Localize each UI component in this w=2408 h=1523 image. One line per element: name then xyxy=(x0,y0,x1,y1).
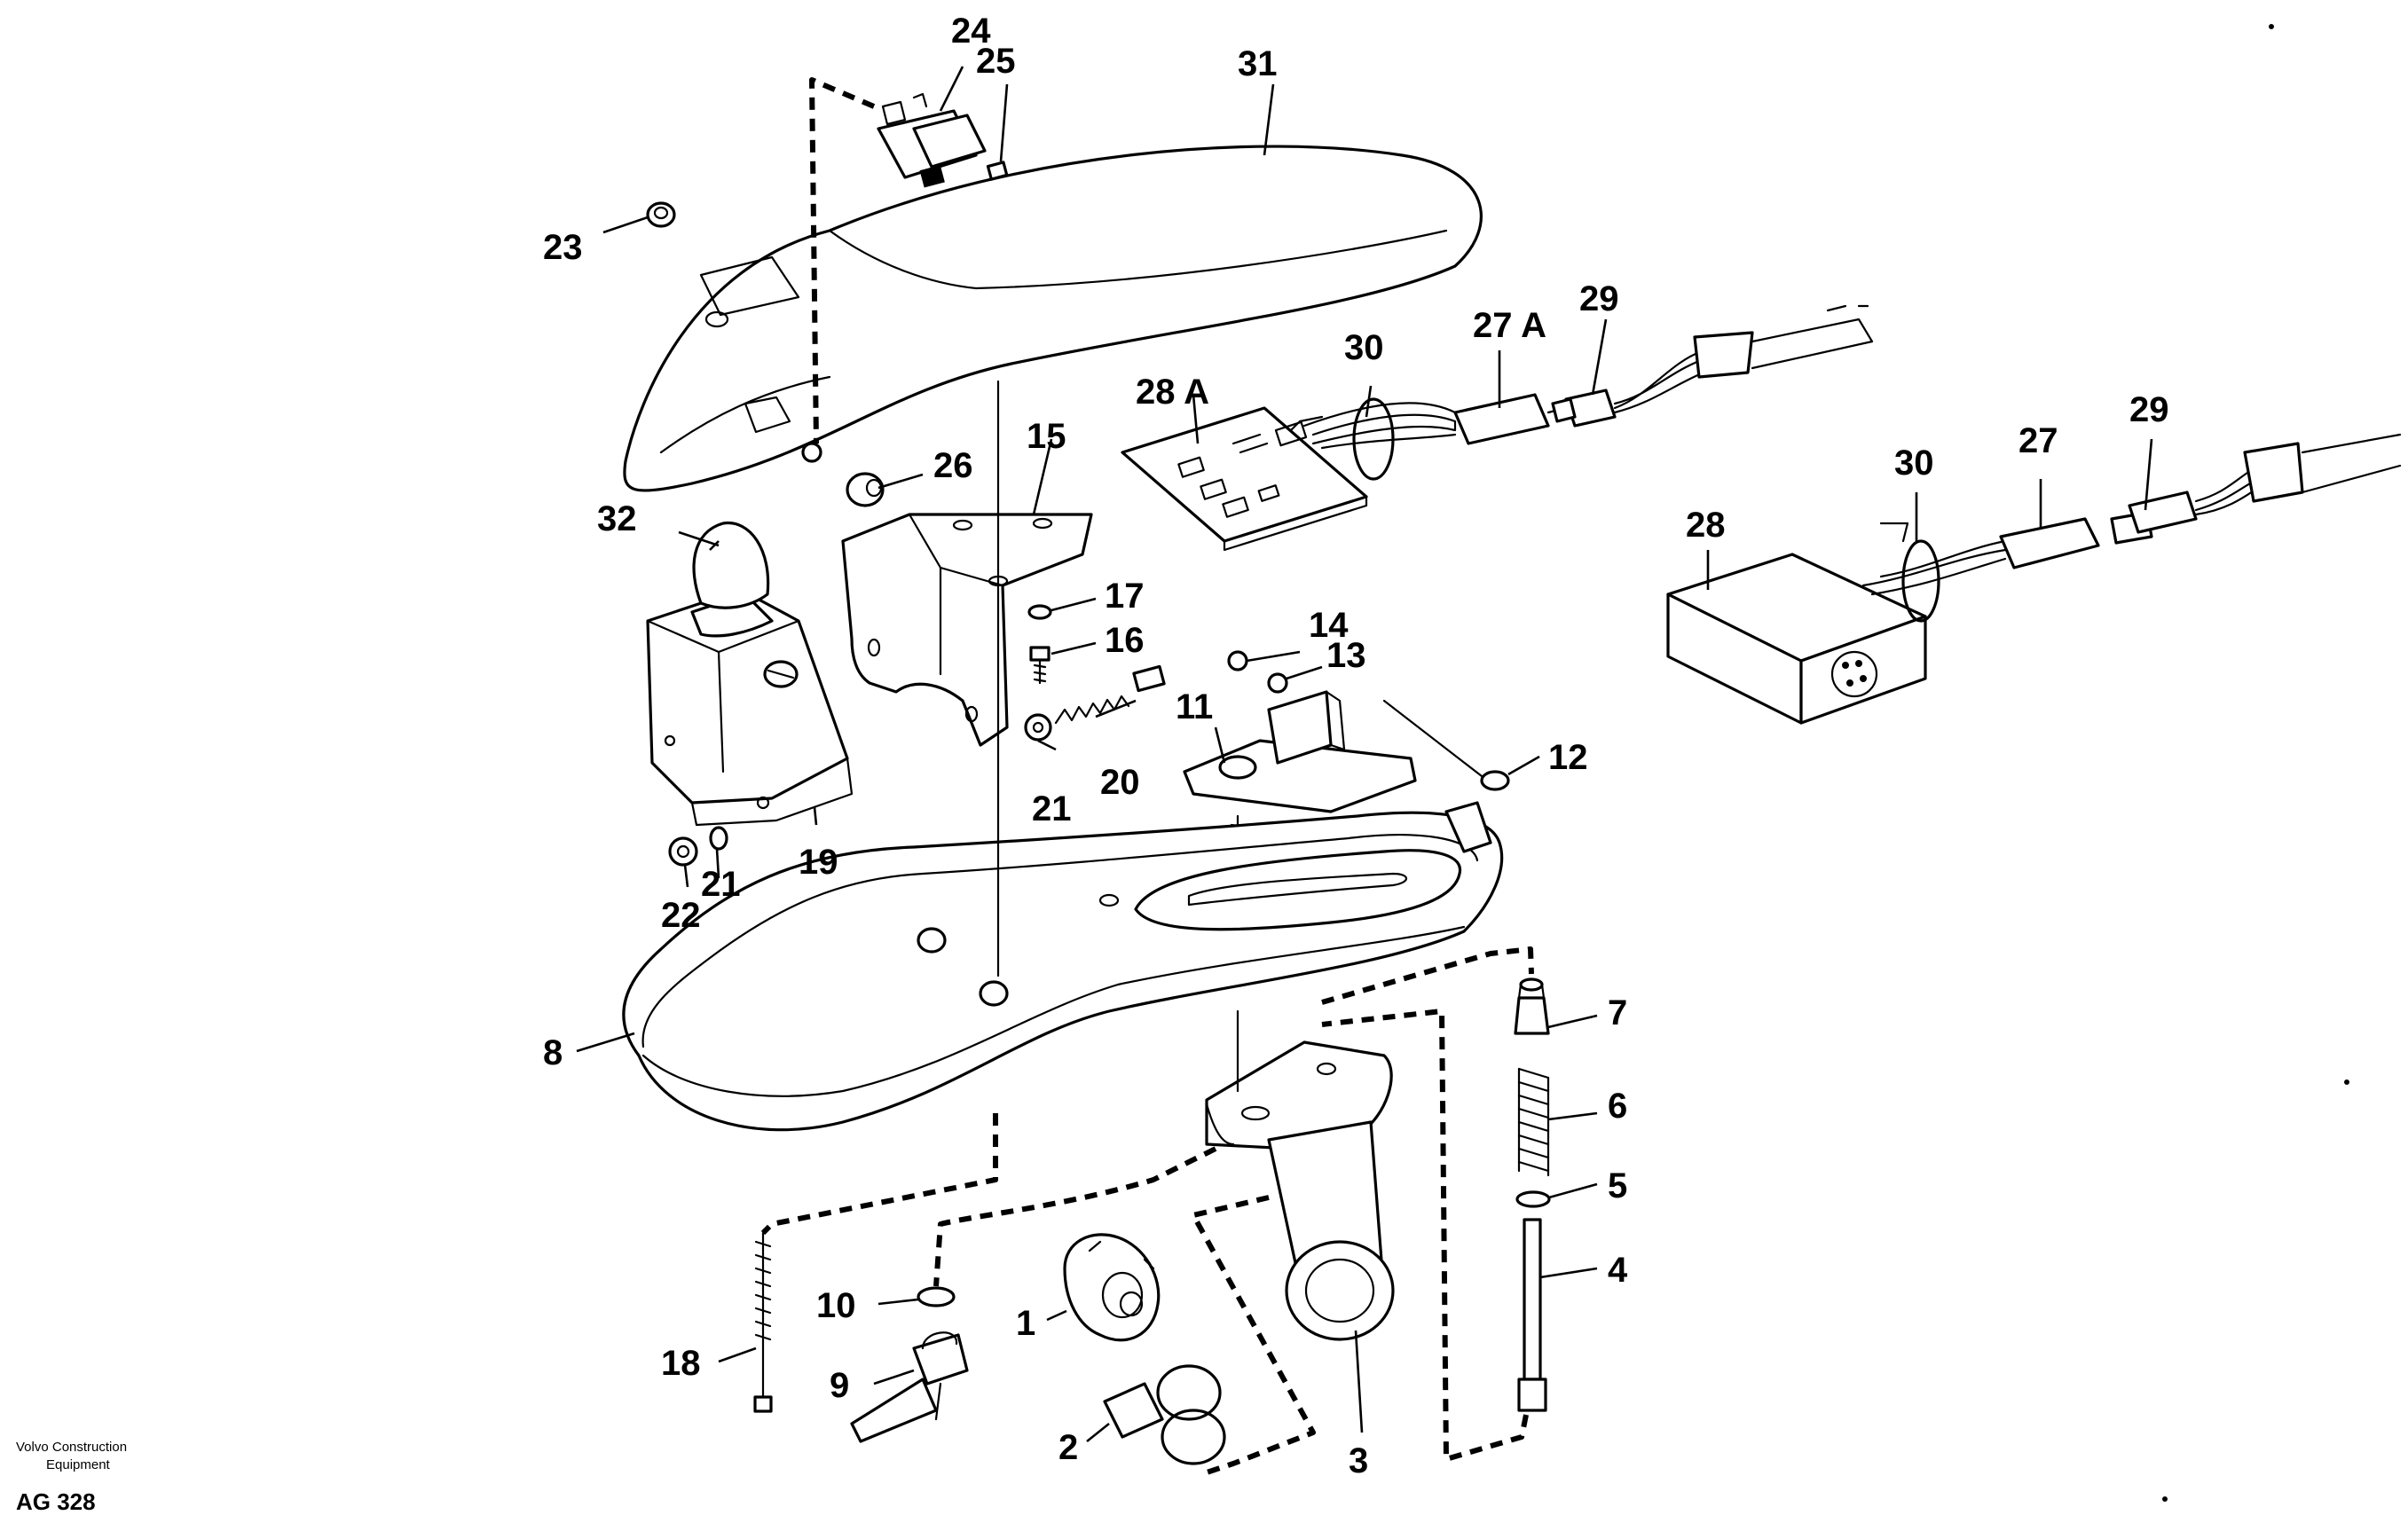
callout-16: 16 xyxy=(1105,621,1145,660)
rod-4-part xyxy=(1517,1218,1547,1412)
callout-30a: 30 xyxy=(1344,328,1384,367)
armrest-cover-part xyxy=(623,145,1483,492)
spring-6-part xyxy=(1517,1067,1550,1177)
nut-13-part xyxy=(1267,672,1288,694)
wire-harness-lower-part xyxy=(1861,433,2402,623)
washer-17-part xyxy=(1027,604,1052,620)
callout-21b: 21 xyxy=(701,865,741,904)
callout-5: 5 xyxy=(1608,1166,1627,1205)
callout-1: 1 xyxy=(1016,1304,1035,1343)
bracket-part xyxy=(841,513,1093,747)
drawing-code: AG 328 xyxy=(16,1488,96,1515)
speck xyxy=(2344,1079,2349,1085)
callout-27: 27 xyxy=(2018,421,2058,460)
callout-17: 17 xyxy=(1105,577,1145,616)
assembly-line-base-cap xyxy=(1321,946,1534,1005)
callout-24: 24 xyxy=(951,12,991,51)
mounting-plate-part xyxy=(1183,690,1417,862)
brand-subtitle: Equipment xyxy=(46,1457,111,1472)
spring-20-part xyxy=(1054,664,1166,725)
armrest-base-part xyxy=(622,801,1504,1132)
control-box-part xyxy=(1666,553,1927,725)
callout-6: 6 xyxy=(1608,1087,1627,1126)
screw-12-part xyxy=(1382,699,1510,791)
circuit-board-part xyxy=(1121,406,1368,552)
speck xyxy=(2269,24,2274,29)
callout-29a: 29 xyxy=(1579,279,1619,318)
footer: Volvo Construction Equipment AG 328 xyxy=(16,1440,127,1515)
brand-name: Volvo Construction xyxy=(16,1440,127,1455)
mounting-tube-part xyxy=(1205,1040,1395,1341)
callout-12: 12 xyxy=(1548,738,1588,777)
washer-5-part xyxy=(1515,1190,1551,1208)
cap-7-part xyxy=(1514,977,1550,1035)
callout-14: 14 xyxy=(1309,606,1349,645)
callout-23: 23 xyxy=(543,228,583,267)
callout-26: 26 xyxy=(933,446,973,485)
leader-lines xyxy=(576,66,2153,1443)
speck xyxy=(2162,1496,2168,1502)
callout-28: 28 xyxy=(1686,506,1726,545)
callout-11: 11 xyxy=(1176,687,1213,726)
o-ring-part xyxy=(1103,1364,1226,1465)
assembly-line-base-screw xyxy=(760,1113,998,1236)
rocker-switch-part xyxy=(877,92,987,188)
joystick-box-part xyxy=(646,521,854,827)
callout-13: 13 xyxy=(1326,636,1366,675)
callout-28a: 28 A xyxy=(1136,373,1209,412)
switch-cover-part xyxy=(986,161,1009,181)
callout-3: 3 xyxy=(1349,1441,1368,1480)
knob-26-part xyxy=(846,472,885,507)
wire-harness-upper-part xyxy=(1289,304,1874,481)
lever-9-part xyxy=(850,1331,969,1443)
callout-15: 15 xyxy=(1027,417,1066,456)
callout-31: 31 xyxy=(1238,44,1278,83)
callout-22: 22 xyxy=(661,896,701,935)
callout-20: 20 xyxy=(1100,763,1140,802)
callout-21a: 21 xyxy=(1032,789,1072,828)
callout-2: 2 xyxy=(1058,1428,1078,1467)
assembly-line-tube-washer xyxy=(933,1146,1217,1287)
washer-21-part xyxy=(709,826,728,851)
callout-30b: 30 xyxy=(1894,444,1934,483)
callout-10: 10 xyxy=(816,1286,856,1325)
washer-10-part xyxy=(917,1286,956,1307)
assembly-line-switch xyxy=(809,77,876,444)
screw-18-part xyxy=(753,1231,773,1413)
callout-27a: 27 A xyxy=(1473,306,1546,345)
nut-22-part xyxy=(668,836,698,867)
callout-9: 9 xyxy=(830,1366,849,1405)
callout-25: 25 xyxy=(976,42,1016,81)
plug-23-part xyxy=(646,201,676,228)
washer-14-part xyxy=(1227,650,1248,671)
callout-8: 8 xyxy=(543,1033,563,1072)
callout-19: 19 xyxy=(799,843,838,882)
lock-part xyxy=(1063,1233,1161,1342)
nut-21-part xyxy=(1024,713,1052,742)
callout-4: 4 xyxy=(1608,1251,1628,1290)
callout-7: 7 xyxy=(1608,993,1627,1032)
callout-18: 18 xyxy=(661,1344,701,1383)
callout-32: 32 xyxy=(597,499,637,538)
callouts: 1 2 3 4 5 6 7 8 9 10 11 12 13 14 15 16 1… xyxy=(543,12,2169,1480)
assembly-line-tube-lock xyxy=(1191,1195,1316,1475)
callout-29b: 29 xyxy=(2129,390,2169,429)
screw-16-part xyxy=(1029,646,1051,685)
